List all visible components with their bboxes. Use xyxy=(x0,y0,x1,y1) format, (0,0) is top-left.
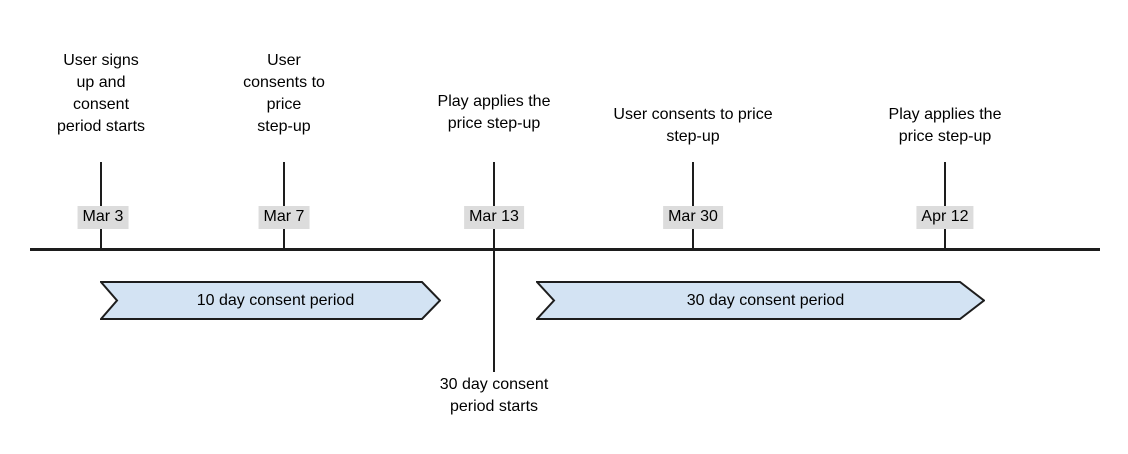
event-tick-apr12 xyxy=(944,162,946,248)
event-description-mar13: Play applies the price step-up xyxy=(438,91,551,135)
period-arrow-10day: 10 day consent period xyxy=(100,281,441,320)
event-description-line: Play applies the xyxy=(888,106,1002,123)
arrow-banner-polygon xyxy=(536,281,985,320)
event-description-line: consent xyxy=(72,96,130,113)
event-date-badge-apr12: Apr 12 xyxy=(916,206,974,229)
event-description-line: up and xyxy=(76,74,126,91)
event-description-line: price xyxy=(266,96,302,113)
note-connector-line xyxy=(493,251,495,372)
note-line: period starts xyxy=(449,398,539,415)
timeline-axis xyxy=(30,248,1100,251)
period-arrow-label: 30 day consent period xyxy=(686,291,845,309)
event-description-mar7: User consents to price step-up xyxy=(243,50,325,138)
event-description-line: step-up xyxy=(257,118,311,135)
event-date-badge-mar30: Mar 30 xyxy=(663,206,723,229)
event-tick-mar30 xyxy=(692,162,694,248)
event-date-badge-mar3: Mar 3 xyxy=(77,206,129,229)
period-arrow-30day: 30 day consent period xyxy=(536,281,985,320)
event-description-line: consents to xyxy=(243,74,325,91)
event-description-line: period starts xyxy=(56,118,146,135)
event-tick-mar13 xyxy=(493,162,495,248)
below-axis-note: 30 day consent period starts xyxy=(440,374,549,418)
event-date-badge-mar13: Mar 13 xyxy=(464,206,524,229)
event-tick-mar3 xyxy=(100,162,102,248)
event-description-line: User xyxy=(267,52,301,69)
note-line: 30 day consent xyxy=(439,376,549,393)
event-description-mar30: User consents to price step-up xyxy=(613,104,772,148)
event-description-line: price step-up xyxy=(898,128,992,145)
period-arrow-label: 10 day consent period xyxy=(196,291,355,309)
event-description-line: User consents to price xyxy=(613,106,773,123)
arrow-banner-polygon xyxy=(100,281,441,320)
event-description-line: price step-up xyxy=(447,115,541,132)
event-description-mar3: User signs up and consent period starts xyxy=(57,50,145,138)
event-description-line: User signs xyxy=(63,52,139,69)
event-description-apr12: Play applies the price step-up xyxy=(889,104,1002,148)
event-description-line: step-up xyxy=(666,128,720,145)
arrow-banner-shape xyxy=(536,281,985,320)
event-date-badge-mar7: Mar 7 xyxy=(258,206,310,229)
event-description-line: Play applies the xyxy=(437,93,551,110)
arrow-banner-shape xyxy=(100,281,441,320)
event-tick-mar7 xyxy=(283,162,285,248)
